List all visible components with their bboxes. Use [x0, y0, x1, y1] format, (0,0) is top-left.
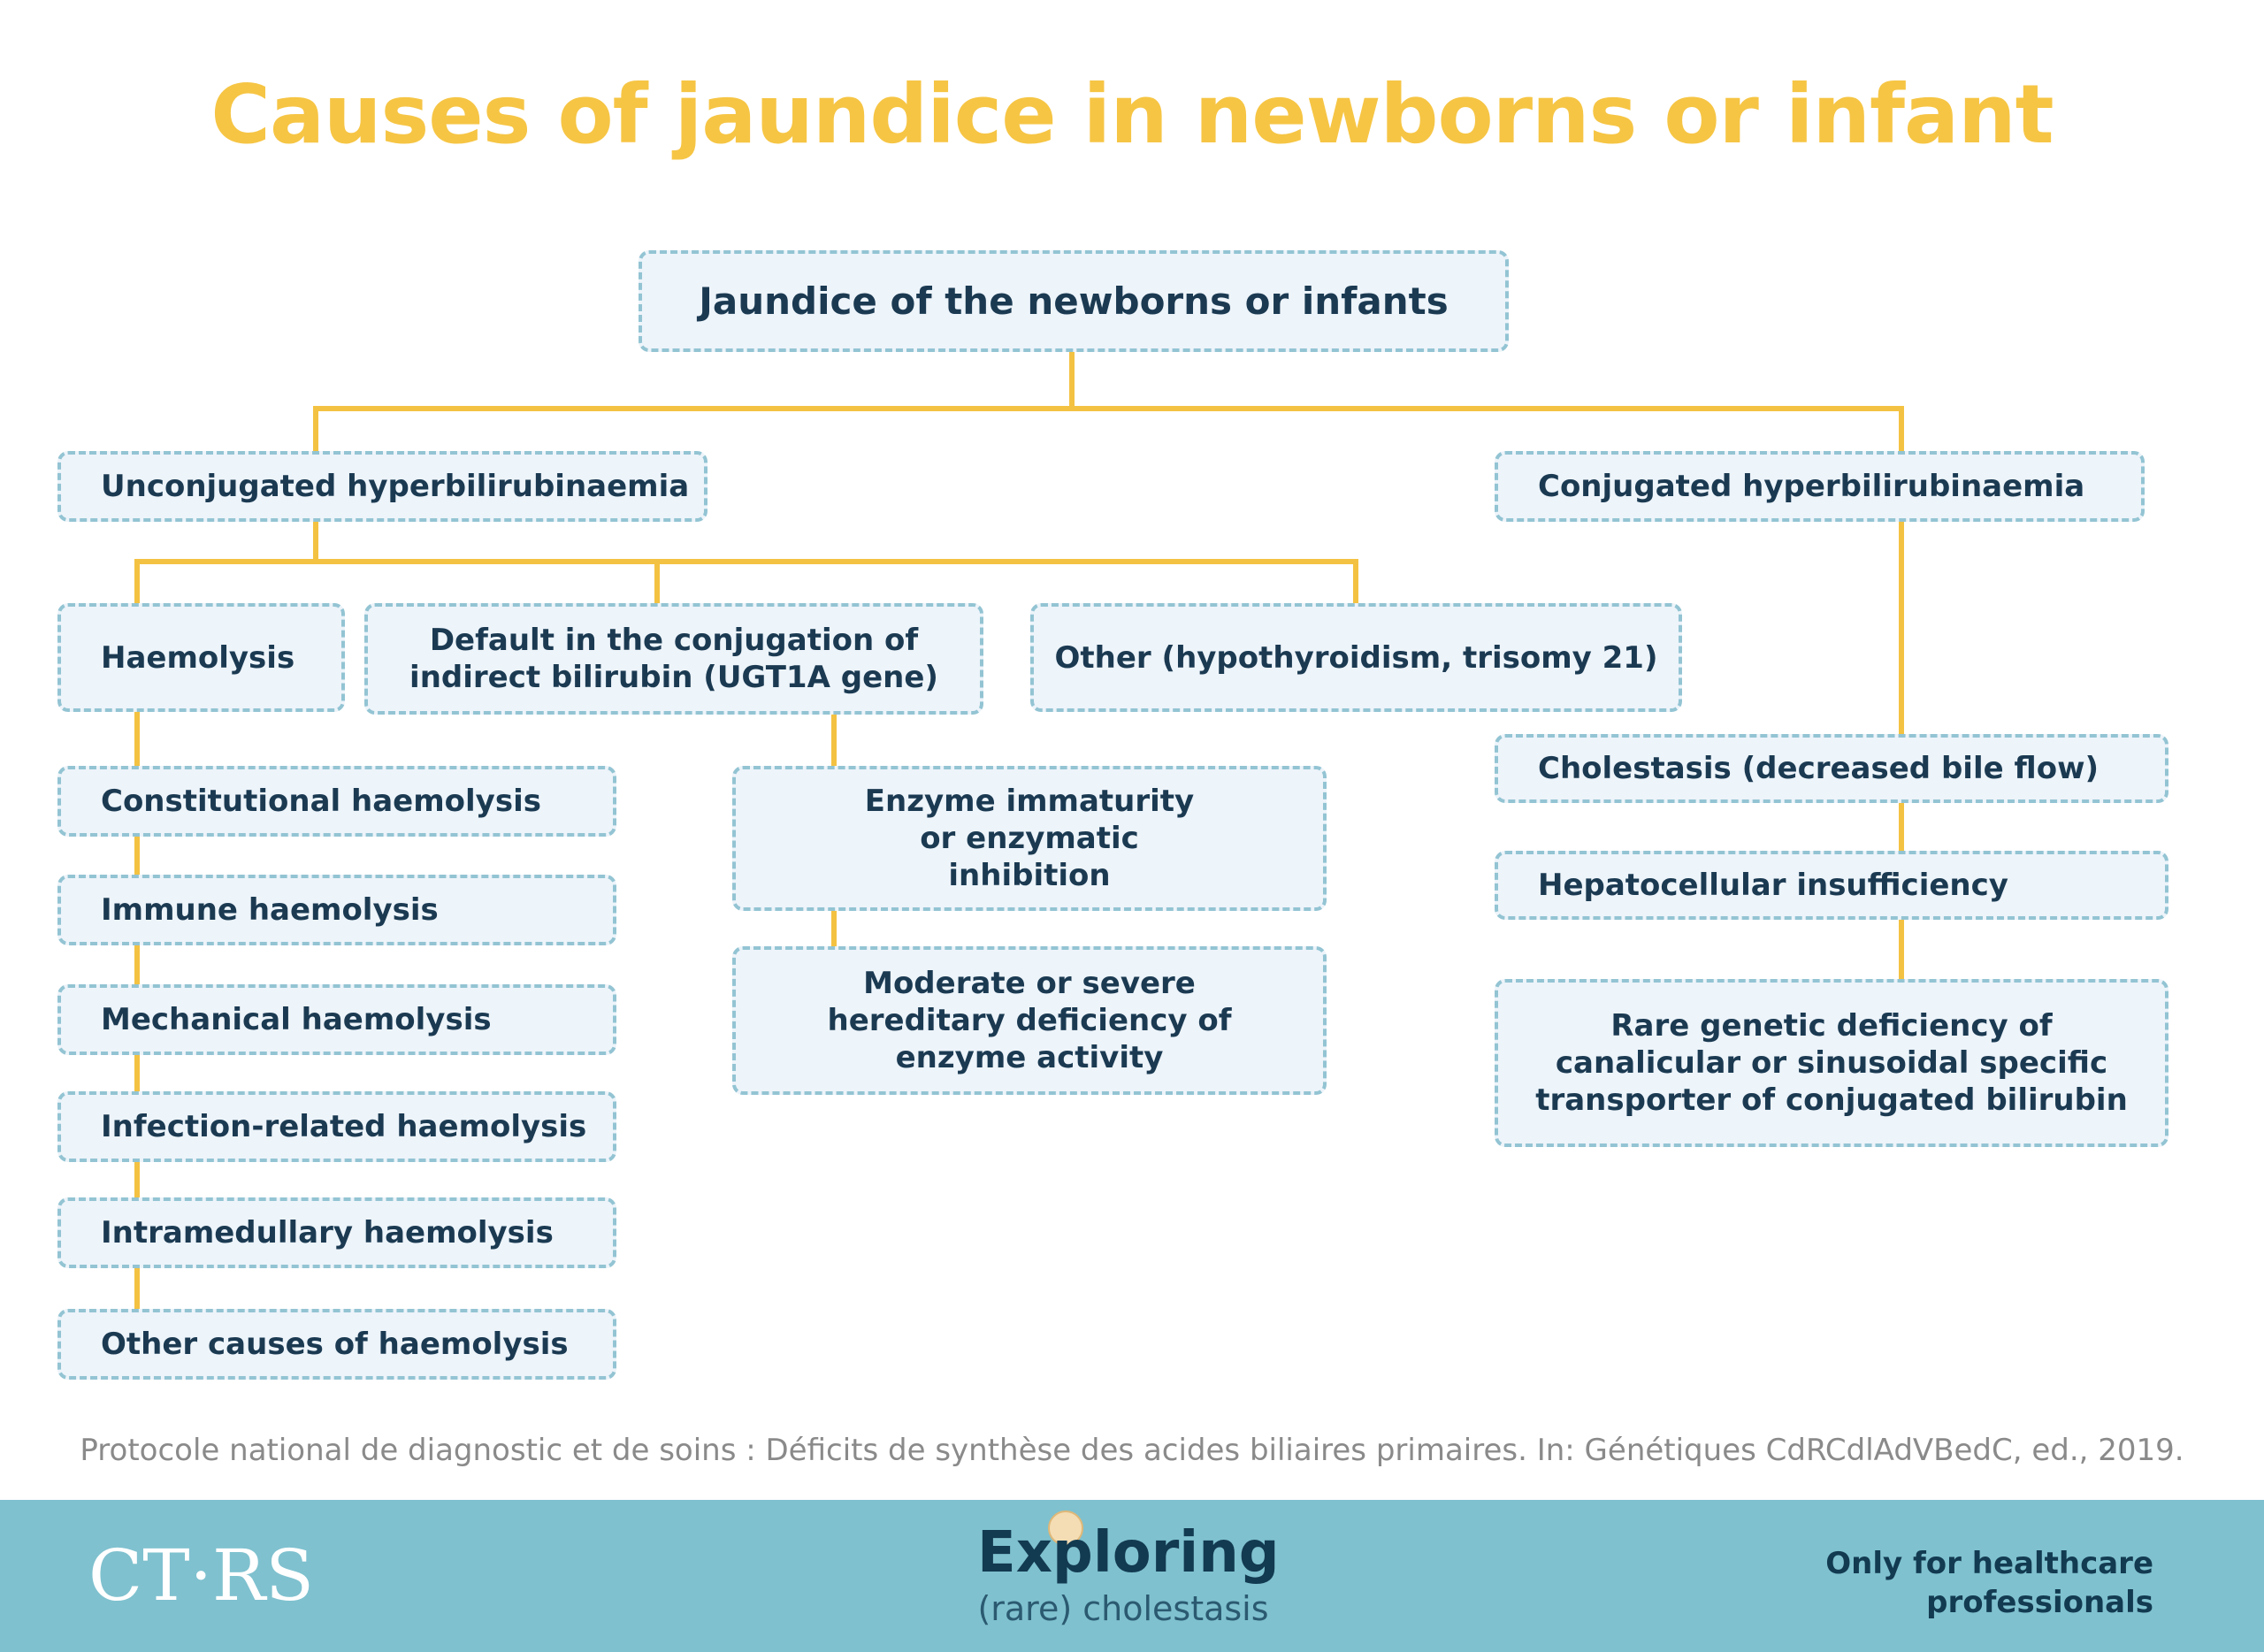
haemolysis-node: Haemolysis [57, 603, 345, 712]
baby-face-icon [1048, 1511, 1083, 1546]
default-conjugation-node: Default in the conjugation of indirect b… [364, 603, 983, 715]
rare-genetic-label: Rare genetic deficiency of canalicular o… [1535, 1008, 2128, 1118]
root-node: Jaundice of the newborns or infants [639, 250, 1509, 352]
footer-bar: CT·RS Exploring (rare) cholestasis Only … [0, 1500, 2264, 1652]
rare-genetic-node: Rare genetic deficiency of canalicular o… [1495, 979, 2168, 1147]
unconjugated-node-label: Unconjugated hyperbilirubinaemia [101, 469, 690, 504]
mechanical-haemolysis-node: Mechanical haemolysis [57, 984, 616, 1055]
disclaimer-line-2: professionals [1926, 1585, 2153, 1620]
enzyme-immaturity-label: Enzyme immaturity or enzymatic inhibitio… [864, 784, 1195, 893]
other-unconjugated-node-label: Other (hypothyroidism, trisomy 21) [1054, 639, 1658, 676]
other-haemolysis-node: Other causes of haemolysis [57, 1309, 616, 1380]
immune-haemolysis-node: Immune haemolysis [57, 875, 616, 945]
other-unconjugated-node: Other (hypothyroidism, trisomy 21) [1030, 603, 1682, 712]
haemolysis-node-label: Haemolysis [101, 639, 295, 676]
conjugated-node-label: Conjugated hyperbilirubinaemia [1538, 469, 2085, 504]
other-haemolysis-label: Other causes of haemolysis [101, 1327, 569, 1362]
enzyme-immaturity-node: Enzyme immaturity or enzymatic inhibitio… [732, 766, 1327, 911]
default-conjugation-node-label: Default in the conjugation of indirect b… [409, 623, 938, 695]
source-citation: Protocole national de diagnostic et de s… [80, 1433, 2184, 1468]
infection-haemolysis-label: Infection-related haemolysis [101, 1109, 587, 1144]
cholestasis-label: Cholestasis (decreased bile flow) [1538, 751, 2100, 786]
intramedullary-haemolysis-node: Intramedullary haemolysis [57, 1197, 616, 1268]
exploring-logo-subtitle: (rare) cholestasis [977, 1589, 1269, 1628]
unconjugated-node: Unconjugated hyperbilirubinaemia [57, 451, 708, 522]
diagram-title: Causes of jaundice in newborns or infant [210, 67, 2054, 162]
constitutional-haemolysis-label: Constitutional haemolysis [101, 784, 541, 819]
constitutional-haemolysis-node: Constitutional haemolysis [57, 766, 616, 837]
hepatocellular-node: Hepatocellular insufficiency [1495, 851, 2168, 920]
root-node-label: Jaundice of the newborns or infants [699, 279, 1449, 323]
audience-disclaimer: Only for healthcare professionals [1825, 1544, 2153, 1622]
exploring-logo-title: Exploring [977, 1520, 1280, 1586]
disclaimer-line-1: Only for healthcare [1825, 1546, 2153, 1581]
immune-haemolysis-label: Immune haemolysis [101, 892, 439, 928]
hereditary-deficiency-label: Moderate or severe hereditary deficiency… [827, 966, 1232, 1075]
cholestasis-node: Cholestasis (decreased bile flow) [1495, 734, 2168, 803]
conjugated-node: Conjugated hyperbilirubinaemia [1495, 451, 2145, 522]
ctrs-logo: CT·RS [88, 1534, 315, 1617]
infection-haemolysis-node: Infection-related haemolysis [57, 1091, 616, 1162]
intramedullary-haemolysis-label: Intramedullary haemolysis [101, 1215, 554, 1250]
hereditary-deficiency-node: Moderate or severe hereditary deficiency… [732, 946, 1327, 1095]
mechanical-haemolysis-label: Mechanical haemolysis [101, 1002, 492, 1037]
hepatocellular-label: Hepatocellular insufficiency [1538, 868, 2008, 903]
